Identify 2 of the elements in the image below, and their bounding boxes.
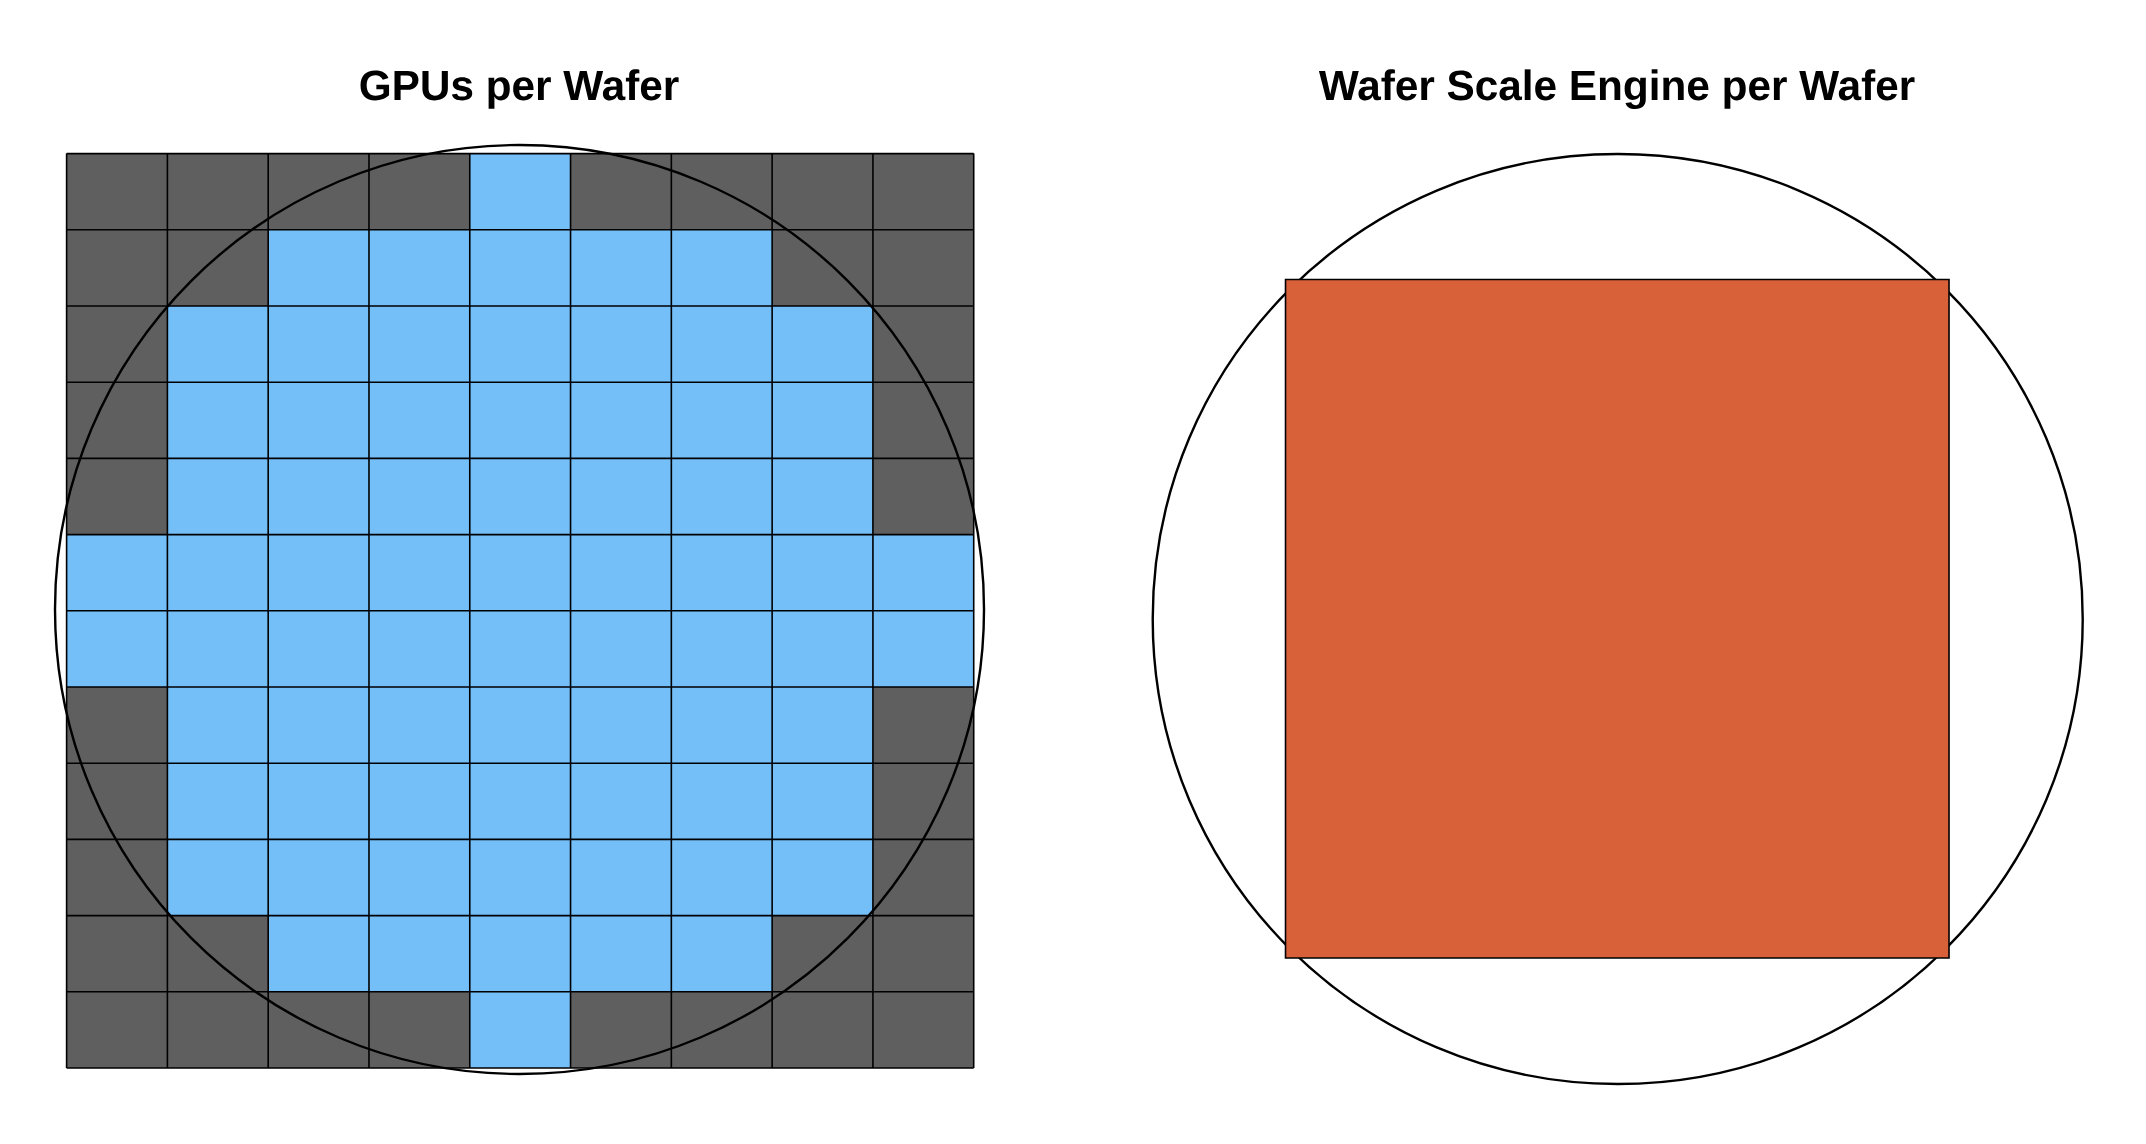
title: GPUs per Wafer [360,69,679,109]
title: Wafer Scale Engine per Wafer [1318,69,1915,109]
